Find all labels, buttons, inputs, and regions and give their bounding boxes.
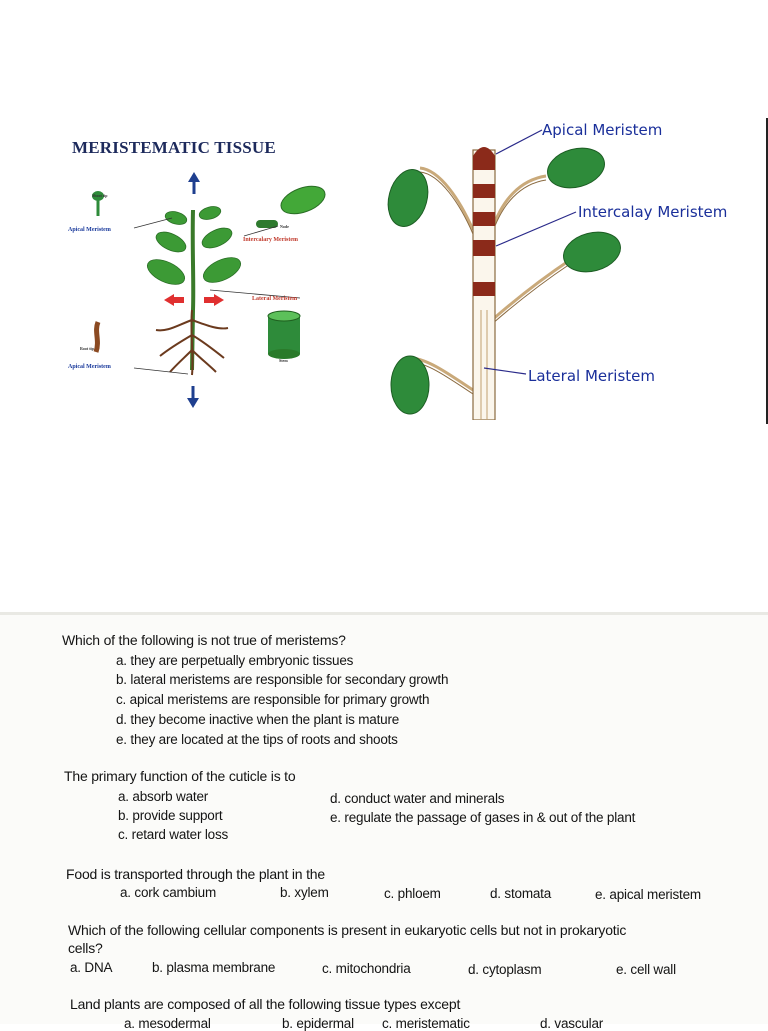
root-tip-label: Root tip xyxy=(80,346,94,351)
left-diagram-pointers xyxy=(133,217,301,375)
plant-stem xyxy=(190,209,196,371)
q1-option-d: d. they become inactive when the plant i… xyxy=(116,712,400,727)
lateral-cambium xyxy=(480,310,488,420)
plant-roots xyxy=(155,309,229,376)
q2-option-e: e. regulate the passage of gases in & ou… xyxy=(330,810,636,825)
stem-meristem-diagram xyxy=(387,129,621,420)
q2-option-b: b. provide support xyxy=(118,808,223,823)
apical-tip xyxy=(473,147,495,156)
q2-option-a: a. absorb water xyxy=(118,789,209,804)
lateral-growth-arrows-icon xyxy=(164,294,224,306)
shoot-tip-label: Shoot tip xyxy=(92,193,108,198)
stem-leaves xyxy=(387,147,621,415)
growth-down-arrow-icon xyxy=(187,386,199,408)
q1-option-e: e. they are located at the tips of roots… xyxy=(116,732,398,747)
growth-up-arrow-icon xyxy=(188,172,200,194)
apical-meristem-top-label: Apical Meristem xyxy=(68,227,111,233)
q2-option-c: c. retard water loss xyxy=(118,827,229,842)
question-5: Land plants are composed of all the foll… xyxy=(70,996,461,1012)
lateral-meristem-label: Lateral Meristem xyxy=(252,296,298,302)
q1-option-a: a. they are perpetually embryonic tissue… xyxy=(116,653,354,668)
root-tip-inset xyxy=(93,321,101,353)
q4-option-c: c. mitochondria xyxy=(322,961,411,976)
node-leaf-inset xyxy=(256,185,326,228)
meristem-plant-diagram xyxy=(92,172,326,408)
shoot-tip-inset xyxy=(92,191,104,216)
plant-leaves xyxy=(146,206,242,285)
stem-cylinder-inset xyxy=(267,310,301,359)
intercalary-bands xyxy=(473,156,495,296)
slide-border xyxy=(766,118,768,424)
diagram-title: MERISTEMATIC TISSUE xyxy=(72,138,276,157)
question-1: Which of the following is not true of me… xyxy=(62,632,346,648)
q3-option-a: a. cork cambium xyxy=(120,885,217,900)
q1-option-c: c. apical meristems are responsible for … xyxy=(116,692,430,707)
q3-option-e: e. apical meristem xyxy=(595,887,701,902)
intercalary-meristem-label: Intercalary Meristem xyxy=(243,237,299,243)
q4-option-e: e. cell wall xyxy=(616,962,676,977)
lateral-meristem-label: Lateral Meristem xyxy=(528,367,655,385)
intercalary-meristem-label: Intercalay Meristem xyxy=(578,203,728,221)
apical-meristem-label: Apical Meristem xyxy=(542,121,663,139)
sheet-edge xyxy=(0,612,768,615)
q4-option-d: d. cytoplasm xyxy=(468,962,542,977)
q4-option-b: b. plasma membrane xyxy=(152,960,276,975)
question-4-cont: cells? xyxy=(68,940,103,956)
apical-meristem-bottom-label: Apical Meristem xyxy=(68,364,111,370)
q1-option-b: b. lateral meristems are responsible for… xyxy=(116,672,449,687)
q4-option-a: a. DNA xyxy=(70,960,113,975)
stem-label: Stem xyxy=(279,358,288,363)
right-diagram-pointers xyxy=(483,129,577,375)
question-4: Which of the following cellular componen… xyxy=(68,922,627,938)
question-3: Food is transported through the plant in… xyxy=(66,866,325,882)
quiz-sheet xyxy=(0,612,768,1024)
node-label: Node xyxy=(280,224,289,229)
q3-option-b: b. xylem xyxy=(280,885,329,900)
question-2: The primary function of the cuticle is t… xyxy=(64,768,296,784)
q2-option-d: d. conduct water and minerals xyxy=(330,791,505,806)
q3-option-d: d. stomata xyxy=(490,886,552,901)
q3-option-c: c. phloem xyxy=(384,886,441,901)
